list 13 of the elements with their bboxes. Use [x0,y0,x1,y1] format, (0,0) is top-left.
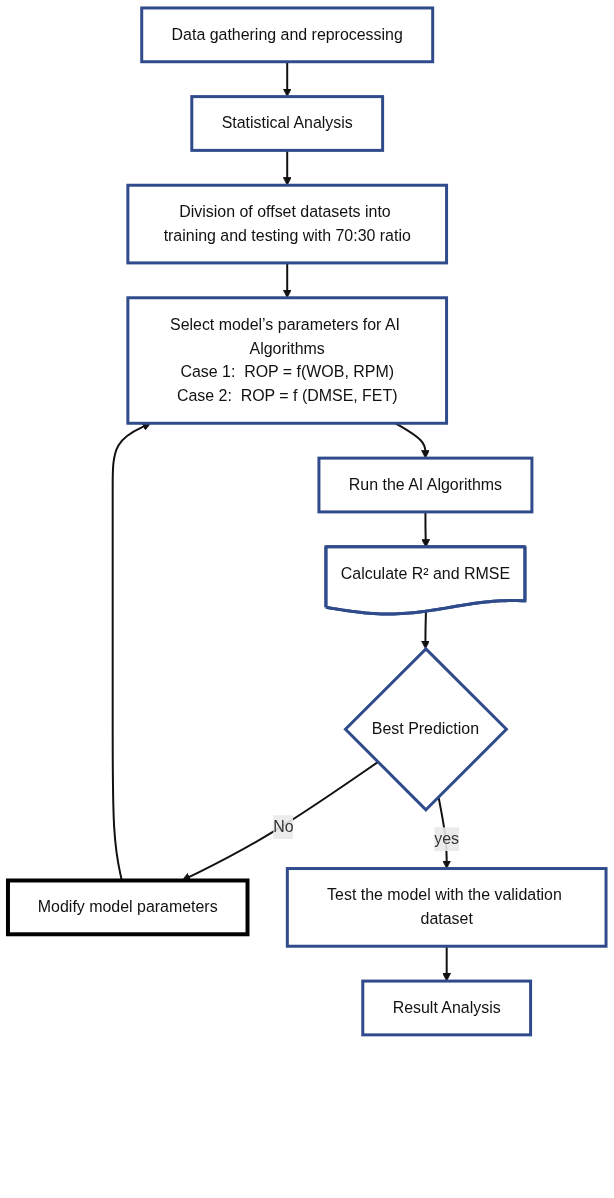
node-box: Test the model with the validation dataset [285,867,608,948]
node-box: Division of offset datasets into training and testing with 70:30 ratio [126,183,449,265]
node-box: Result Analysis [361,979,533,1037]
node-box: Select model’s parameters for AI Algorithms Case 1: ROP = f(WOB, RPM) Case 2: ROP = f (DMSE, FET) [126,296,449,425]
node-box: Statistical Analysis [190,95,385,152]
edge-label: No [273,818,294,836]
edge-label: yes [434,830,460,848]
node-box: Data gathering and reprocessing [140,6,435,64]
node-diamond: Best Prediction [343,646,509,812]
node-box: Modify model parameters [5,878,250,937]
arrow [181,761,379,881]
node-box: Run the AI Algorithms [317,456,534,514]
arrow [421,610,430,650]
